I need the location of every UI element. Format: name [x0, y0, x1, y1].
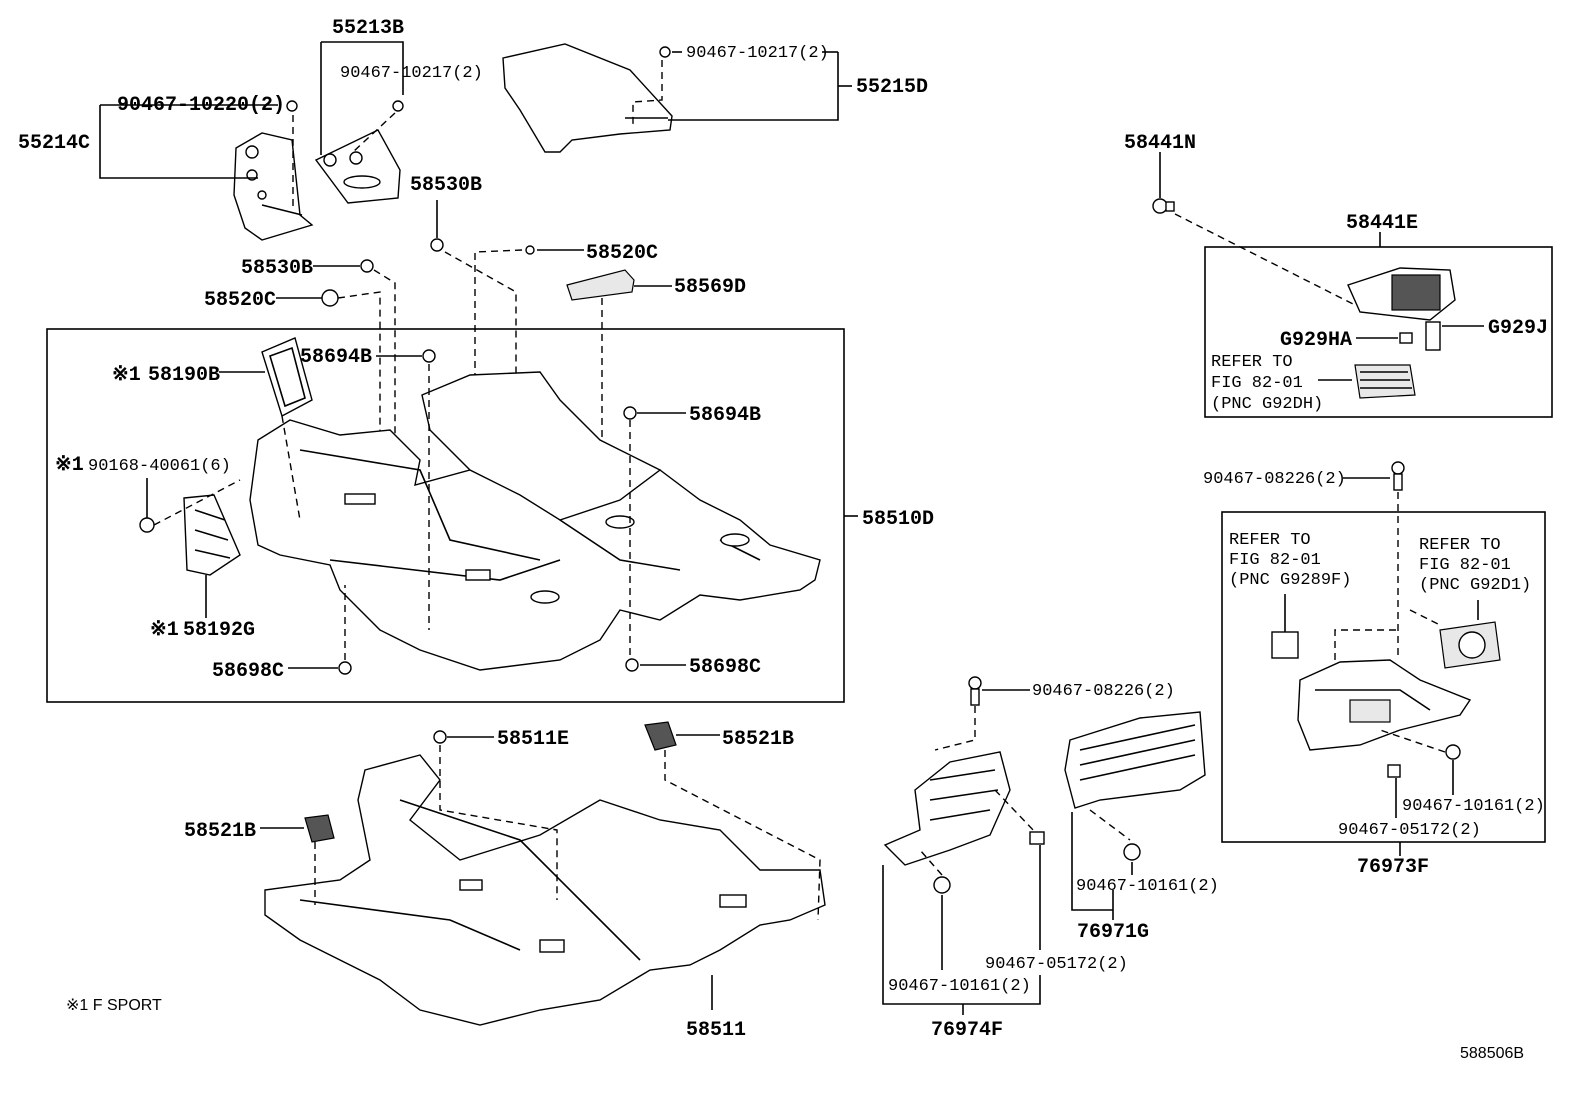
clip-90467-08226-b	[968, 676, 982, 706]
figure-code: 588506B	[1460, 1045, 1524, 1062]
label-58192G: 58192G	[183, 619, 255, 642]
label-55214C: 55214C	[18, 132, 90, 155]
label-58530B-a: 58530B	[410, 174, 482, 197]
label-76973F: 76973F	[1357, 856, 1429, 879]
label-58190B: 58190B	[148, 364, 220, 387]
carpet-58510D	[249, 371, 821, 671]
clip-58521B-b	[304, 814, 335, 843]
refer3-line2: FIG 82-01	[1419, 556, 1511, 575]
panel-58441E	[1347, 267, 1456, 321]
label-90467-10161-c: 90467-10161(2)	[888, 977, 1031, 996]
group-box-76973F	[1221, 511, 1546, 843]
label-90467-05172-a: 90467-05172(2)	[1338, 821, 1481, 840]
label-58569D: 58569D	[674, 276, 746, 299]
label-90467-08226-b: 90467-08226(2)	[1032, 682, 1175, 701]
mark-58192G: ※1	[150, 619, 179, 642]
label-58530B-b: 58530B	[241, 257, 313, 280]
refer2-line1: REFER TO	[1229, 531, 1311, 550]
label-55213B: 55213B	[332, 17, 404, 40]
clip-58521B-a	[644, 721, 677, 751]
refer1-line3: (PNC G92DH)	[1211, 395, 1323, 414]
mark-90168: ※1	[55, 454, 84, 477]
label-58511E: 58511E	[497, 728, 569, 751]
label-76974F: 76974F	[931, 1019, 1003, 1042]
label-58511: 58511	[686, 1019, 746, 1042]
footnote-f-sport: ※1 F SPORT	[66, 997, 162, 1014]
bolt-58441N	[1152, 198, 1175, 214]
pad-58569D	[566, 269, 635, 301]
mat-55215D	[502, 43, 673, 153]
bracket-55214C	[233, 132, 314, 241]
refer2-line3: (PNC G9289F)	[1229, 571, 1351, 590]
refer3-line1: REFER TO	[1419, 536, 1501, 555]
mark-58190B: ※1	[112, 364, 141, 387]
label-90467-10217-b: 90467-10217(2)	[686, 44, 829, 63]
label-76971G: 76971G	[1077, 921, 1149, 944]
label-90467-05172-b: 90467-05172(2)	[985, 955, 1128, 974]
carpet-58511	[264, 754, 826, 1026]
speaker-G92DH	[1354, 364, 1416, 399]
label-58441E: 58441E	[1346, 212, 1418, 235]
label-58510D: 58510D	[862, 508, 934, 531]
label-55215D: 55215D	[856, 76, 928, 99]
pad-58190B	[261, 337, 313, 418]
trim-76973F	[1297, 659, 1472, 751]
label-G929HA: G929HA	[1280, 329, 1352, 352]
label-90467-08226-a: 90467-08226(2)	[1203, 470, 1346, 489]
label-58521B-a: 58521B	[722, 728, 794, 751]
label-58694B-b: 58694B	[689, 404, 761, 427]
label-58521B-b: 58521B	[184, 820, 256, 843]
refer3-line3: (PNC G92D1)	[1419, 576, 1531, 595]
label-90467-10161-a: 90467-10161(2)	[1402, 797, 1545, 816]
label-G929J: G929J	[1488, 317, 1548, 340]
label-90168-40061: 90168-40061(6)	[88, 457, 231, 476]
pad-55213B	[314, 129, 401, 204]
label-58520C-a: 58520C	[586, 242, 658, 265]
label-90467-10220: 90467-10220(2)	[117, 94, 285, 117]
label-90467-10161-b: 90467-10161(2)	[1076, 877, 1219, 896]
label-58698C-b: 58698C	[689, 656, 761, 679]
label-58441N: 58441N	[1124, 132, 1196, 155]
trim-76974F	[883, 751, 1011, 866]
label-90467-10217-a: 90467-10217(2)	[340, 64, 483, 83]
refer1-line1: REFER TO	[1211, 353, 1293, 372]
label-58694B-a: 58694B	[300, 346, 372, 369]
refer1-line2: FIG 82-01	[1211, 374, 1303, 393]
label-58520C-b: 58520C	[204, 289, 276, 312]
trim-76971G	[1064, 711, 1206, 809]
speaker-G92D1	[1439, 621, 1501, 669]
clip-90467-08226-a	[1391, 461, 1405, 491]
label-58698C-a: 58698C	[212, 660, 284, 683]
plate-58192G	[183, 494, 241, 576]
refer2-line2: FIG 82-01	[1229, 551, 1321, 570]
group-box-58441E	[1204, 246, 1553, 418]
